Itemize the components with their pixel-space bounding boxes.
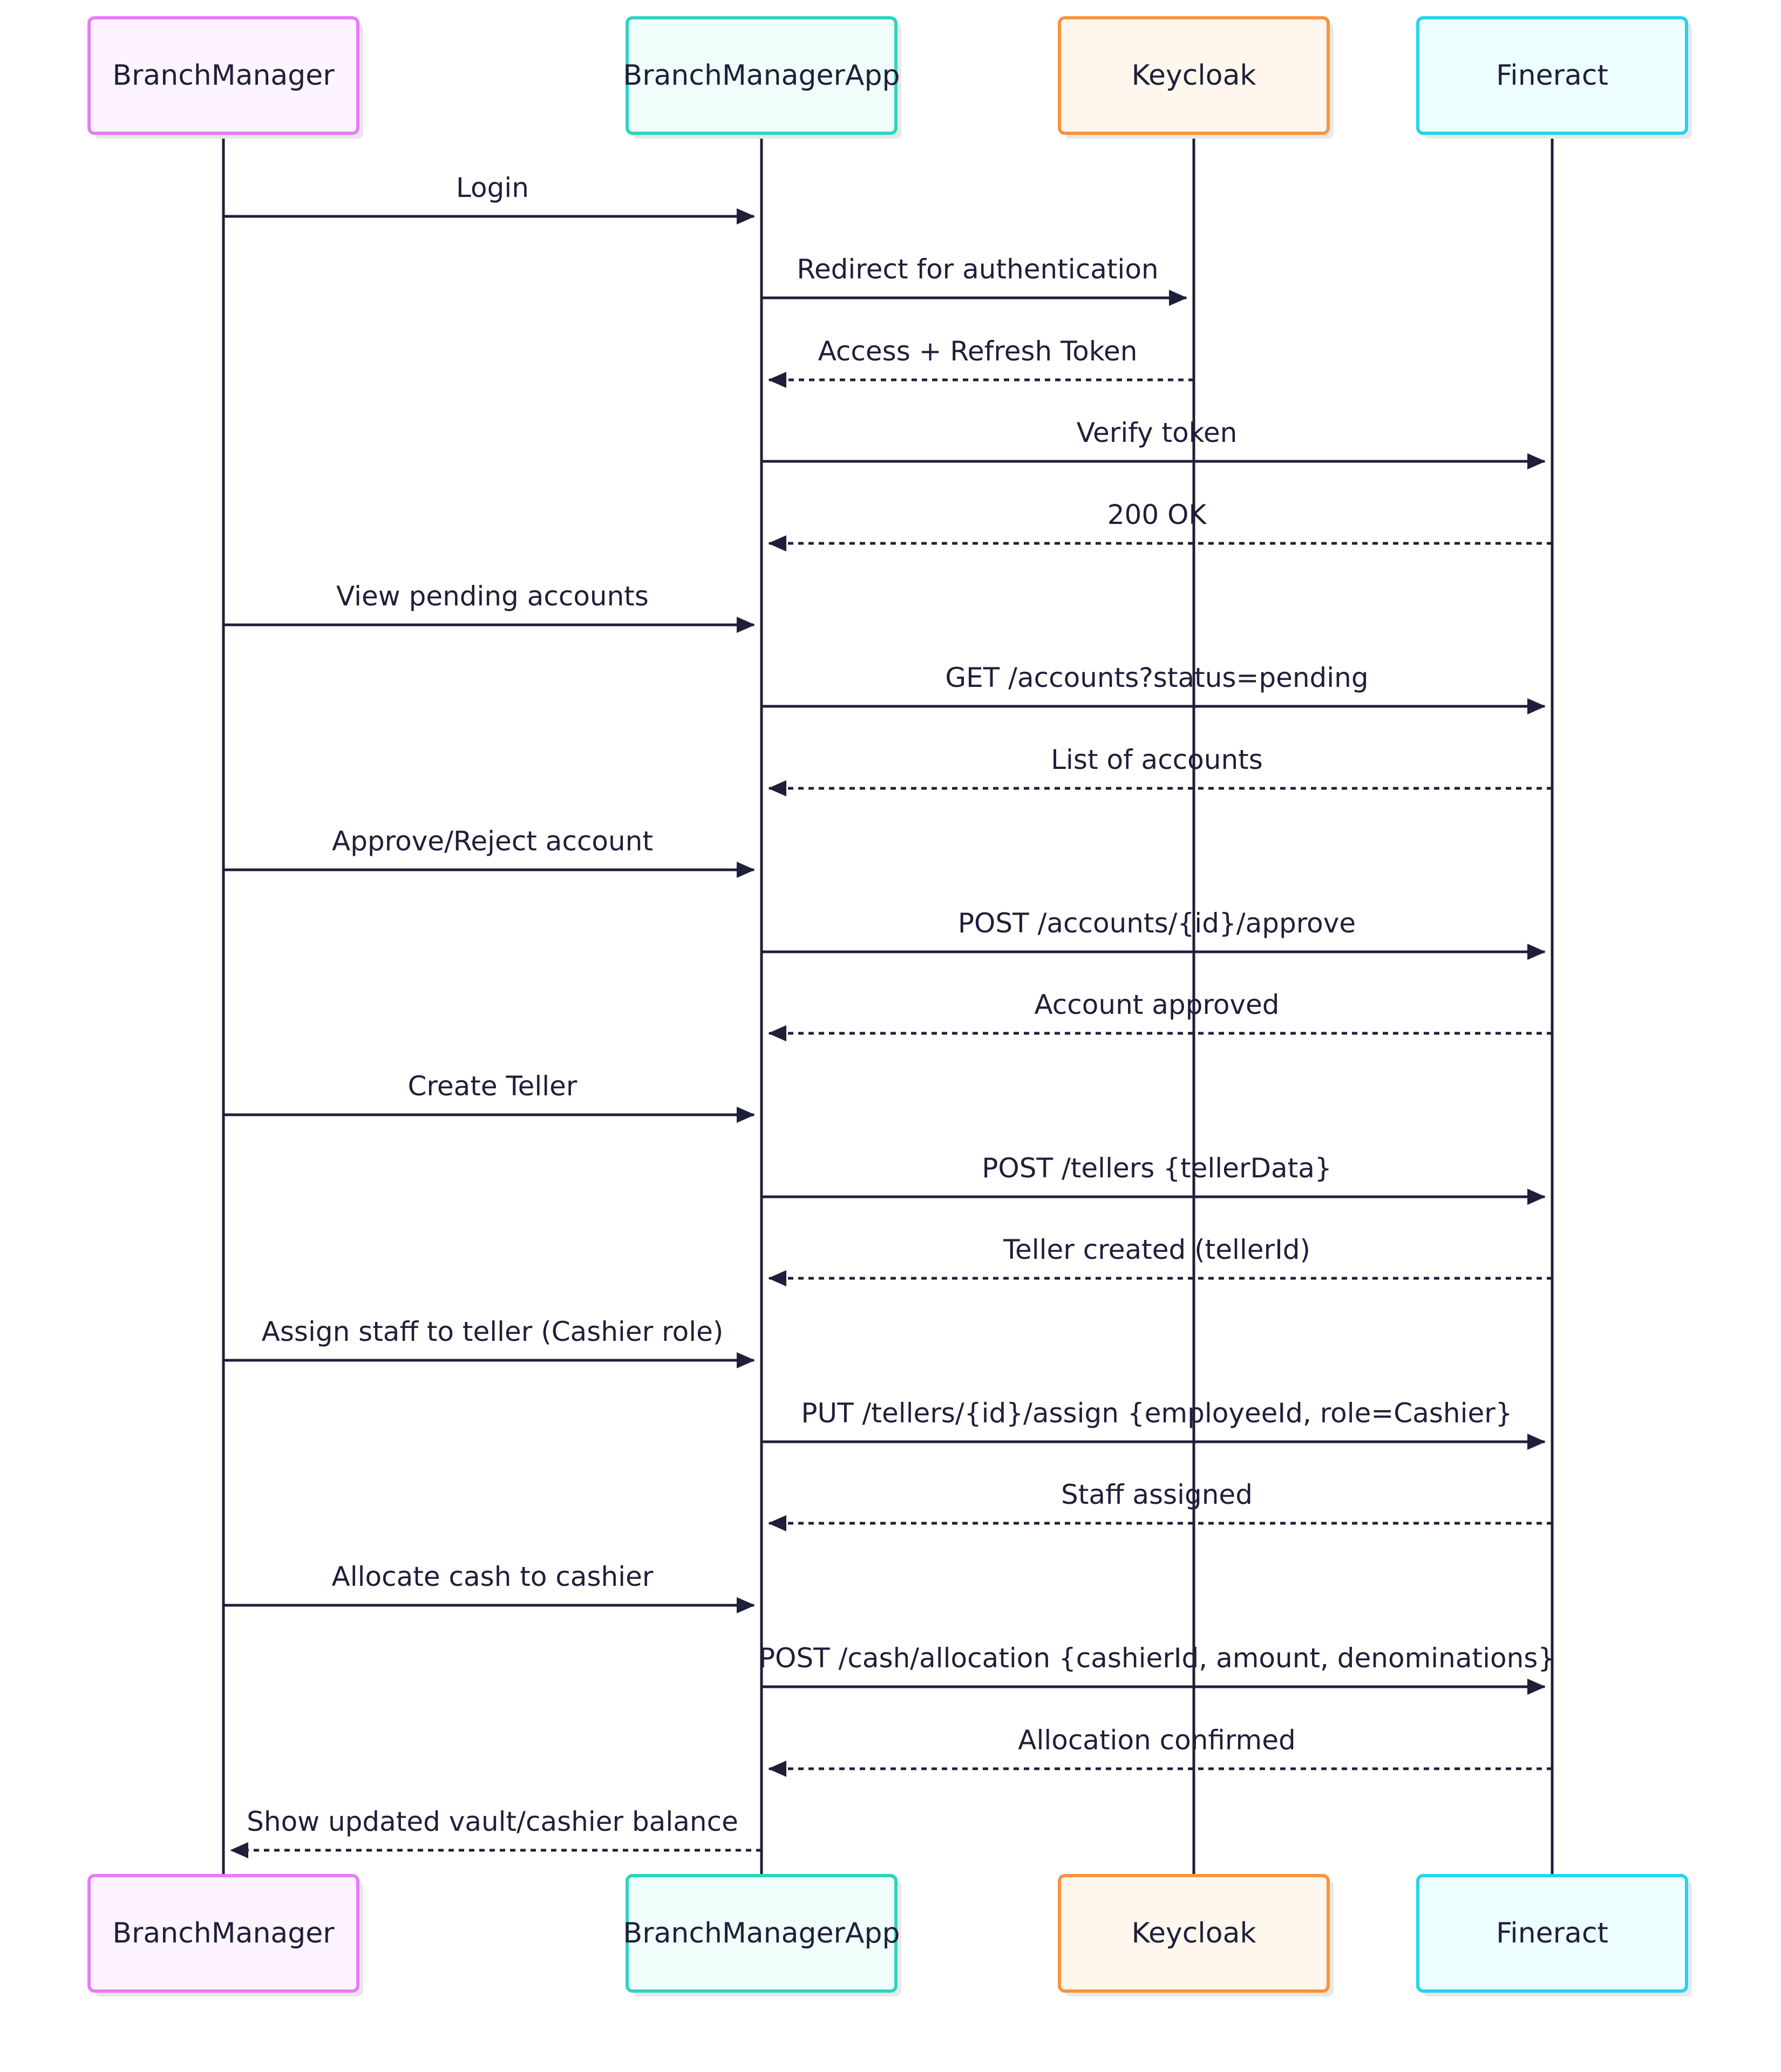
actor-label: BranchManagerApp [623, 1917, 900, 1950]
actor-box [87, 1874, 359, 1993]
message-label: Account approved [1034, 989, 1279, 1020]
message-label: Allocate cash to cashier [332, 1561, 654, 1592]
message-19: POST /cash/allocation {cashierId, amount… [759, 1642, 1555, 1695]
message-label: POST /accounts/{id}/approve [958, 908, 1356, 939]
message-18: Allocate cash to cashier [223, 1561, 755, 1613]
message-10: POST /accounts/{id}/approve [762, 908, 1546, 960]
actor-bm-bottom: BranchManager [87, 1874, 363, 1996]
message-label: Teller created (tellerId) [1003, 1234, 1310, 1265]
message-17: Staff assigned [768, 1479, 1552, 1531]
message-12: Create Teller [223, 1071, 755, 1123]
message-label: Assign staff to teller (Cashier role) [262, 1316, 724, 1347]
message-1: Login [223, 172, 755, 224]
actor-box [1058, 16, 1330, 135]
actor-label: Fineract [1496, 59, 1608, 92]
message-label: Staff assigned [1061, 1479, 1253, 1510]
actor-label: Keycloak [1131, 59, 1256, 92]
message-8: List of accounts [768, 744, 1552, 796]
message-9: Approve/Reject account [223, 826, 755, 878]
actor-label: BranchManager [112, 59, 335, 92]
message-2: Redirect for authentication [762, 254, 1187, 306]
actor-label: BranchManagerApp [623, 59, 900, 92]
message-15: Assign staff to teller (Cashier role) [223, 1316, 755, 1368]
actor-kc-top: Keycloak [1058, 16, 1334, 139]
message-6: View pending accounts [223, 581, 755, 633]
message-7: GET /accounts?status=pending [762, 662, 1546, 714]
actor-fin-top: Fineract [1416, 16, 1692, 139]
lifelines [222, 133, 1554, 1876]
actors-top: BranchManager BranchManagerApp Keycloak Fin… [87, 16, 1692, 139]
message-label: Show updated vault/cashier balance [247, 1806, 738, 1837]
actor-box [87, 16, 359, 135]
actor-label: BranchManager [112, 1917, 335, 1950]
message-label: Access + Refresh Token [818, 336, 1138, 367]
message-label: View pending accounts [336, 581, 649, 612]
actor-app-bottom: BranchManagerApp [623, 1874, 901, 1996]
actor-fin-bottom: Fineract [1416, 1874, 1692, 1996]
message-label: Create Teller [408, 1071, 577, 1102]
actor-box [626, 16, 898, 135]
message-label: List of accounts [1051, 744, 1263, 775]
message-label: Allocation confirmed [1018, 1725, 1296, 1756]
message-16: PUT /tellers/{id}/assign {employeeId, ro… [762, 1398, 1546, 1450]
actor-kc-bottom: Keycloak [1058, 1874, 1334, 1996]
actor-box [1416, 16, 1688, 135]
message-13: POST /tellers {tellerData} [762, 1153, 1546, 1205]
message-label: Verify token [1077, 417, 1238, 448]
actor-label: Keycloak [1131, 1917, 1256, 1950]
message-label: POST /cash/allocation {cashierId, amount… [759, 1642, 1555, 1674]
actor-box [626, 1874, 898, 1993]
message-3: Access + Refresh Token [768, 336, 1194, 388]
message-20: Allocation confirmed [768, 1725, 1552, 1777]
actor-box [1058, 1874, 1330, 1993]
actor-bm-top: BranchManager [87, 16, 363, 139]
message-label: Login [456, 172, 529, 203]
message-label: GET /accounts?status=pending [945, 662, 1368, 693]
message-14: Teller created (tellerId) [768, 1234, 1552, 1286]
actor-app-top: BranchManagerApp [623, 16, 901, 139]
message-5: 200 OK [768, 499, 1552, 551]
message-label: Approve/Reject account [332, 826, 653, 857]
message-11: Account approved [768, 989, 1552, 1041]
message-21: Show updated vault/cashier balance [230, 1806, 762, 1858]
message-label: POST /tellers {tellerData} [982, 1153, 1331, 1184]
actor-box [1416, 1874, 1688, 1993]
message-label: Redirect for authentication [797, 254, 1158, 285]
message-label: PUT /tellers/{id}/assign {employeeId, ro… [801, 1398, 1512, 1429]
actors-bottom: BranchManager BranchManagerApp Keycloak Fin… [87, 1874, 1692, 1996]
message-4: Verify token [762, 417, 1546, 469]
actor-label: Fineract [1496, 1917, 1608, 1950]
message-label: 200 OK [1107, 499, 1207, 530]
